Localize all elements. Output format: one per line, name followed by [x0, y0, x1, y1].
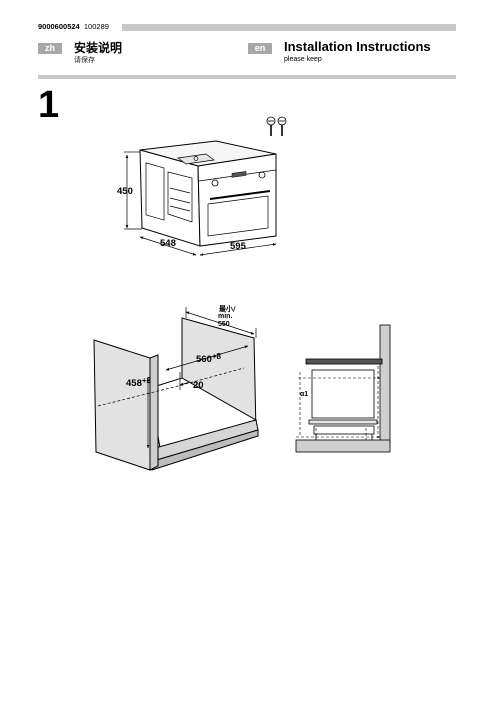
cabinet-height-value: 458 — [126, 378, 142, 389]
min-label-zh: 最小/ — [219, 304, 236, 313]
min-label-en: min. — [218, 313, 232, 320]
section-rule — [38, 75, 456, 79]
document-date: 100289 — [83, 22, 109, 31]
header-rule — [122, 24, 456, 31]
lang-badge-zh: zh — [38, 43, 62, 54]
cabinet-width-label: 560+8 — [196, 352, 222, 365]
subtitle-en: please keep — [284, 56, 322, 63]
lang-badge-en: en — [248, 43, 272, 54]
min-depth-label: 550 — [218, 321, 230, 328]
oven-dimension-lines — [124, 151, 277, 256]
cabinet-width-value: 560 — [196, 354, 212, 365]
cabinet-dimension-lines — [146, 307, 257, 449]
step-number: 1 — [38, 84, 60, 126]
oven-illustration — [139, 140, 277, 247]
document-code: 9000600524 100289 — [38, 22, 109, 31]
angle-label: α1 — [300, 391, 308, 398]
side-section-view — [295, 324, 391, 453]
screw-icon — [266, 116, 287, 136]
title-zh: 安装说明 — [74, 41, 123, 55]
side-view-guides — [296, 366, 381, 440]
document-number: 9000600524 — [38, 22, 80, 31]
cabinet-width-tolerance: +8 — [212, 352, 222, 361]
cabinet-height-tolerance: +2 — [142, 376, 152, 385]
cabinet-offset-label: 20 — [193, 380, 204, 391]
oven-depth-label: 548 — [160, 238, 176, 249]
subtitle-zh: 请保存 — [74, 56, 95, 64]
oven-height-label: 450 — [117, 186, 133, 197]
cabinet-height-label: 458+2 — [126, 376, 152, 389]
cabinet-illustration — [93, 317, 259, 471]
oven-width-label: 595 — [230, 241, 247, 252]
title-en: Installation Instructions — [284, 39, 431, 54]
